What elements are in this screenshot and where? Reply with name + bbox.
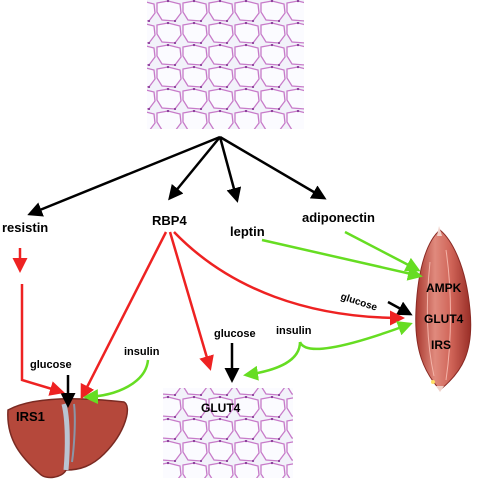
adipose-tissue-bottom-image [163,388,293,478]
adiponectin-label: adiponectin [302,210,375,225]
stimulation-arrows [83,230,423,405]
muscle-image [415,226,472,392]
muscle-ampk-label: AMPK [426,281,462,295]
inhibition-arrows [12,231,405,400]
liver-insulin-label: insulin [124,346,160,358]
liver-irs1-label: IRS1 [16,409,45,424]
liver-glucose-label: glucose [30,359,72,371]
muscle-insulin-label: insulin [276,325,312,337]
muscle-glucose-label: glucose [339,291,379,313]
rbp4-label: RBP4 [152,213,187,228]
secretion-arrows [27,135,413,408]
leptin-label: leptin [230,224,265,239]
resistin-label: resistin [2,220,48,235]
adipose-glut4-label: GLUT4 [201,401,241,415]
adipose-glucose-label: glucose [214,328,256,340]
liver-image [7,397,129,479]
muscle-irs-label: IRS [431,338,451,352]
muscle-glut4-label: GLUT4 [424,312,464,326]
adipose-tissue-top-image [147,0,304,129]
